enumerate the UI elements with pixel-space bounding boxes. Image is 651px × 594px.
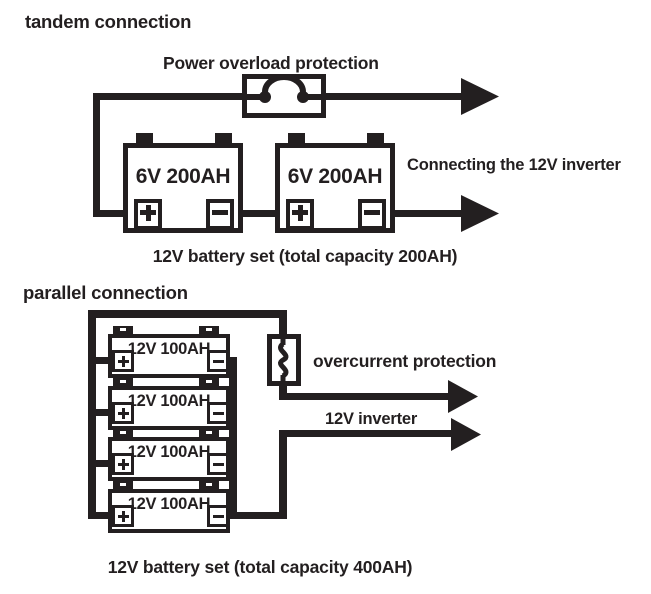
parallel-left-bus-wire [88,310,96,519]
battery-label: 12V 100AH [127,495,211,513]
parallel-caption: 12V battery set (total capacity 400AH) [107,557,413,577]
parallel-section-title: parallel connection [23,282,188,303]
overcurrent-protection-label: overcurrent protection [313,351,497,371]
minus-terminal-icon [206,199,234,230]
battery-terminal-post [367,133,384,144]
fuse-input-wire [279,310,287,340]
battery-terminal-post [113,429,133,438]
battery-label: 12V 100AH [127,443,211,461]
minus-terminal-icon [207,402,229,424]
plus-terminal-icon [134,199,162,230]
tandem-output-wire [382,210,463,217]
parallel-inverter-label: 12V inverter [325,410,418,428]
tandem-left-wire [93,93,100,217]
plus-terminal-icon [286,199,314,230]
fuse-icon [267,334,301,386]
power-overload-protection-label: Power overload protection [163,53,379,73]
battery-terminal-post [199,326,219,335]
battery-label: 12V 100AH [127,340,211,358]
fuse-output-wire [279,381,287,400]
minus-terminal-icon [207,350,229,372]
plus-terminal-icon [112,350,134,372]
circuit-breaker-icon [242,74,326,118]
battery-terminal-post [199,378,219,387]
tandem-caption: 12V battery set (total capacity 200AH) [152,246,458,266]
minus-terminal-icon [207,505,229,527]
positive-stub-wire [96,357,112,364]
plus-terminal-icon [112,505,134,527]
tandem-series-link-wire [230,210,292,217]
tandem-section-title: tandem connection [25,11,192,32]
parallel-bottom-link-wire [229,512,287,519]
battery-terminal-post [199,481,219,490]
battery-terminal-post [113,326,133,335]
arrow-right-icon [461,78,499,115]
tandem-inverter-label: Connecting the 12V inverter [407,156,621,174]
arrow-right-icon [451,418,481,451]
parallel-negative-bus-wire [229,357,237,519]
minus-terminal-icon [358,199,386,230]
parallel-output-wire-1 [279,393,449,400]
plus-terminal-icon [112,402,134,424]
tandem-positive-feed-wire [93,210,140,217]
battery-terminal-post [199,429,219,438]
positive-stub-wire [96,460,112,467]
parallel-output-wire-2 [283,430,452,437]
arrow-right-icon [461,195,499,232]
minus-terminal-icon [207,453,229,475]
plus-terminal-icon [112,453,134,475]
battery-label: 6V 200AH [287,165,383,188]
battery-terminal-post [288,133,305,144]
battery-terminal-post [113,378,133,387]
positive-stub-wire [96,512,112,519]
battery-terminal-post [136,133,153,144]
battery-label: 6V 200AH [135,165,231,188]
battery-terminal-post [215,133,232,144]
arrow-right-icon [448,380,478,413]
battery-terminal-post [113,481,133,490]
parallel-top-bus-wire [88,310,287,318]
battery-label: 12V 100AH [127,392,211,410]
positive-stub-wire [96,409,112,416]
parallel-right-riser-wire [279,430,287,519]
